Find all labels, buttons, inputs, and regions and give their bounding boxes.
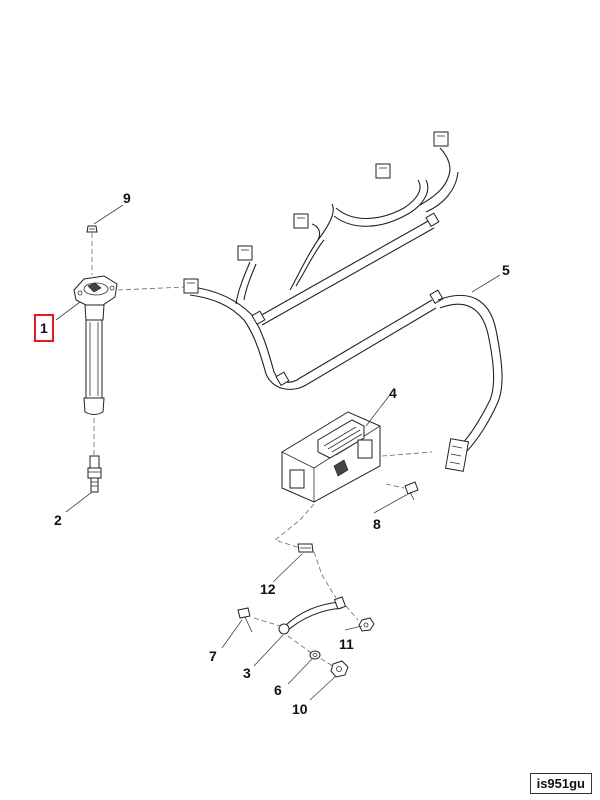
- callout-12[interactable]: 12: [260, 581, 276, 597]
- assembly-line: [253, 617, 281, 627]
- image-id-label: is951gu: [529, 773, 592, 794]
- part-3-ground-wire[interactable]: [278, 596, 347, 635]
- part-5-wiring-harness[interactable]: [183, 131, 503, 472]
- part-11-nut[interactable]: [358, 617, 375, 632]
- part-12-stud[interactable]: [297, 543, 314, 553]
- assembly-line: [287, 635, 337, 669]
- callout-4[interactable]: 4: [389, 385, 397, 401]
- callout-11[interactable]: 11: [339, 636, 354, 652]
- callout-1[interactable]: 1: [34, 314, 54, 342]
- part-9-bolt[interactable]: [86, 225, 98, 233]
- part-4-control-module[interactable]: [281, 411, 381, 503]
- callout-9[interactable]: 9: [123, 190, 131, 206]
- part-7-bolt[interactable]: [237, 607, 253, 633]
- connection-line: [117, 286, 186, 291]
- assembly-line: [313, 551, 337, 599]
- part-6-washer[interactable]: [309, 650, 321, 660]
- part-10-nut[interactable]: [330, 660, 349, 678]
- part-8-bolt[interactable]: [404, 481, 419, 501]
- assembly-line: [345, 605, 359, 621]
- callout-10[interactable]: 10: [292, 701, 308, 717]
- assembly-line: [385, 483, 405, 489]
- part-2-spark-plug[interactable]: [87, 455, 102, 493]
- assembly-line: [274, 503, 315, 549]
- callout-5[interactable]: 5: [502, 262, 510, 278]
- part-1-ignition-coil[interactable]: [73, 275, 118, 415]
- callout-8[interactable]: 8: [373, 516, 381, 532]
- callout-2[interactable]: 2: [54, 512, 62, 528]
- callout-7[interactable]: 7: [209, 648, 217, 664]
- callout-3[interactable]: 3: [243, 665, 251, 681]
- connection-line: [381, 451, 433, 457]
- callout-6[interactable]: 6: [274, 682, 282, 698]
- leader-lines: [55, 204, 501, 701]
